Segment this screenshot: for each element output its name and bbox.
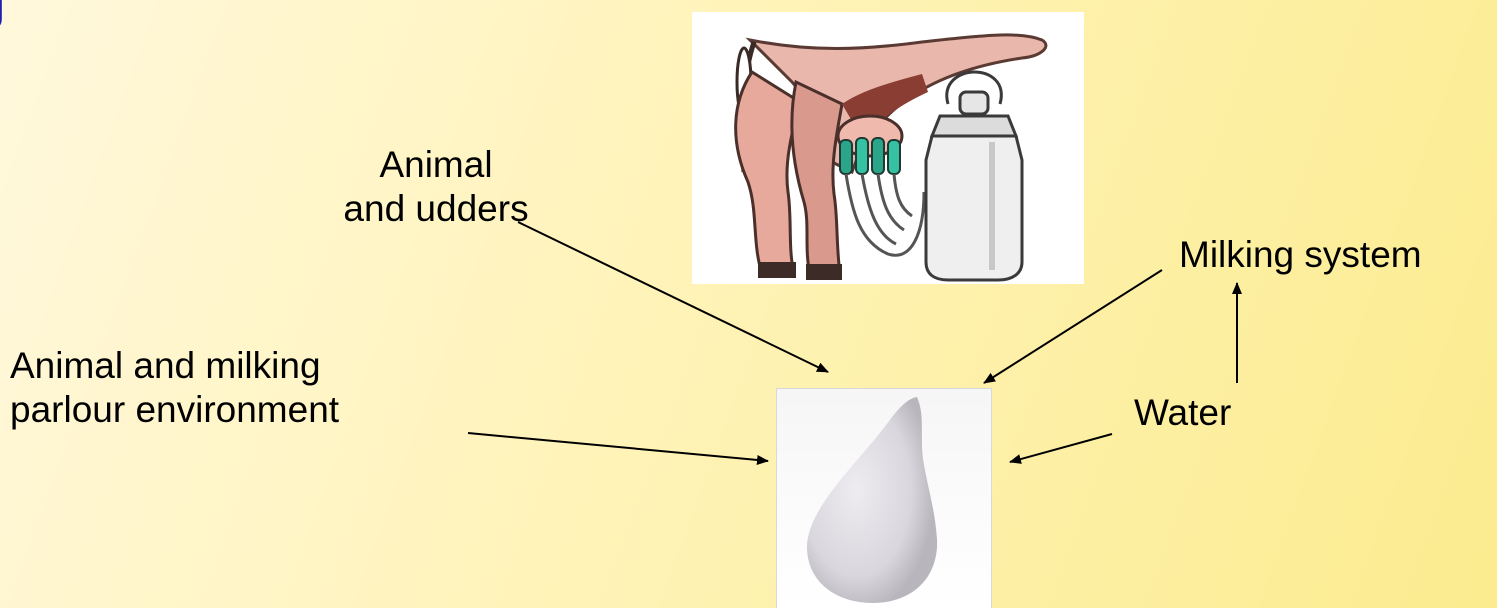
cow-milking-machine-icon — [692, 12, 1084, 284]
arrow-milking-system — [984, 270, 1162, 383]
label-animal-and-udders: Animal and udders — [316, 143, 556, 231]
title-fragment: g — [0, 0, 80, 28]
label-environment-line-1: Animal and milking — [10, 344, 339, 388]
label-environment-line-2: parlour environment — [10, 388, 339, 432]
label-water: Water — [1134, 391, 1231, 435]
milk-drop-icon — [776, 388, 992, 608]
title-fragment-text: g — [0, 0, 5, 28]
label-animal-and-udders-line-2: and udders — [316, 187, 556, 231]
label-environment: Animal and milking parlour environment — [10, 344, 339, 432]
cow-milking-illustration — [692, 12, 1084, 284]
label-milking-system: Milking system — [1179, 233, 1422, 277]
arrow-water-to-drop — [1010, 434, 1112, 462]
label-animal-and-udders-line-1: Animal — [316, 143, 556, 187]
arrow-environment — [468, 433, 768, 461]
milk-drop-illustration — [777, 389, 991, 608]
